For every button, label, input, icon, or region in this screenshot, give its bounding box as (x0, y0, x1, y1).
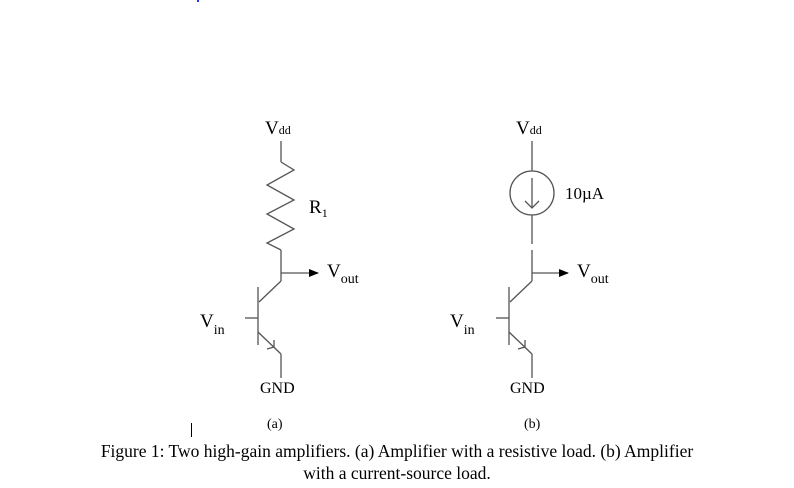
vdd-label-a: Vdd (265, 119, 291, 138)
vout-label-a: Vout (327, 261, 359, 287)
vout-main: V (327, 261, 341, 282)
vdd-sub: dd (529, 123, 542, 137)
r1-sub: 1 (321, 206, 328, 220)
vout-main: V (577, 261, 591, 282)
r1-main: R (309, 197, 322, 218)
resistor-r1 (265, 161, 296, 251)
emitter-arrow-a (266, 340, 275, 350)
caption-line-1: Figure 1: Two high-gain amplifiers. (a) … (100, 441, 694, 461)
vin-label-b: Vin (450, 311, 475, 338)
current-arrow-head (524, 200, 540, 209)
gnd-label-b: GND (510, 380, 545, 397)
collector-diagonal-b (509, 280, 533, 303)
vout-sub: out (590, 272, 609, 287)
vdd-sub: dd (278, 123, 291, 137)
circuit-a (245, 141, 319, 378)
text-cursor (191, 423, 192, 437)
vin-label-a: Vin (200, 311, 225, 338)
emitter-diagonal-a (257, 331, 282, 355)
caption-line-2: with a current-source load. (303, 463, 491, 483)
vin-main: V (450, 311, 464, 332)
vin-sub: in (213, 323, 225, 338)
vout-label-b: Vout (577, 261, 609, 287)
stray-blue-dot (197, 0, 199, 2)
vin-sub: in (463, 323, 475, 338)
panel-label-a: (a) (267, 417, 283, 432)
collector-diagonal-a (258, 280, 282, 303)
vdd-label-b: Vdd (516, 119, 542, 138)
emitter-arrow-b (517, 340, 526, 350)
panel-label-b: (b) (524, 417, 541, 432)
vdd-main: V (516, 118, 530, 139)
circuit-b (496, 141, 569, 378)
emitter-diagonal-b (508, 331, 533, 355)
vin-main: V (200, 311, 214, 332)
gnd-label-a: GND (260, 380, 295, 397)
vout-sub: out (340, 272, 359, 287)
vdd-main: V (265, 118, 279, 139)
current-value-label: 10µA (565, 184, 605, 203)
r1-label: R1 (309, 197, 328, 220)
figure-caption: Figure 1: Two high-gain amplifiers. (a) … (0, 440, 794, 484)
